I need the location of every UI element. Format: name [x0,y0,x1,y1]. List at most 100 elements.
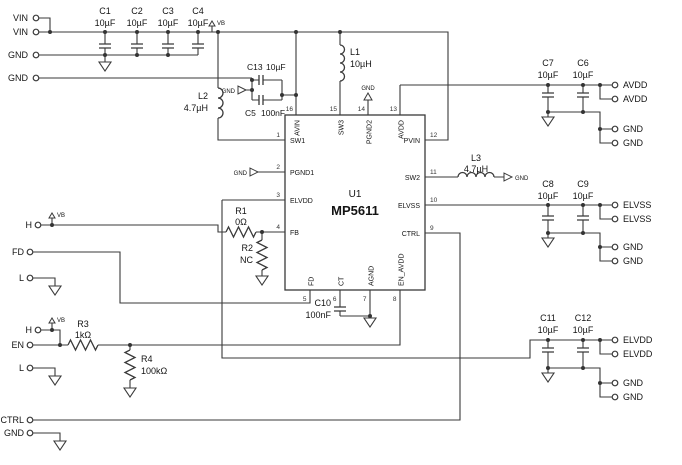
resistor-r4: R4 100kΩ [123,349,168,381]
terminal-circle [611,243,619,251]
terminal-elvdd-1: ELVDD [611,335,653,345]
terminal-label: L [19,273,24,283]
terminal-circle [611,379,619,387]
terminal-label: GND [623,138,644,148]
pin-num-fd: 5 [303,296,307,303]
terminal-gnd-1: GND [8,50,40,60]
l1-value: 10µH [350,59,372,69]
capacitor-c13: C13 10µF [247,62,286,85]
gnd-net-label: GND [515,176,529,182]
inductor-icon [339,44,346,82]
vb-net-label: VB [217,21,225,27]
pin-name-fd: FD [309,277,316,286]
terminal-circle [34,221,42,229]
capacitor-icon [577,215,589,221]
pin-num-agnd: 7 [363,296,367,303]
terminal-label: CTRL [0,415,24,425]
terminal-elvdd-2: ELVDD [611,349,653,359]
terminal-label: H [26,220,33,230]
capacitor-c1: C1 10µF [95,6,116,49]
inductor-l3: L3 4.7µH [457,153,495,178]
r2-ref: R2 [241,243,253,253]
pin-num-sw2: 11 [430,169,437,176]
resistor-r1: R1 0Ω [225,206,257,239]
pin-name-pvin: PVIN [404,138,420,145]
c4-value: 10µF [188,18,209,28]
terminal-circle [611,350,619,358]
capacitor-c9: C9 10µF [573,179,594,221]
c6-ref: C6 [577,58,589,68]
capacitor-icon [131,43,143,49]
gnd-net-label: GND [234,171,248,177]
c13-ref: C13 [247,62,263,72]
terminal-circle [26,274,34,282]
junction-dots [48,30,602,385]
c3-ref: C3 [162,6,174,16]
wire-avdd-block [399,84,612,144]
r1-ref: R1 [235,206,247,216]
terminal-h-fd: H [26,220,42,230]
terminal-label: AVDD [623,94,648,104]
resistor-icon [255,239,269,271]
terminal-label: ELVSS [623,214,651,224]
terminal-circle [611,139,619,147]
terminal-circle [32,28,40,36]
terminal-circle [32,51,40,59]
pin-name-fb: FB [290,230,299,237]
inductor-icon [457,171,495,178]
terminal-ctrl: CTRL [0,415,34,425]
terminal-l-en: L [19,363,34,373]
gnd-net-label: GND [361,86,375,92]
capacitor-c12: C12 10µF [573,313,594,353]
r2-value: NC [240,255,253,265]
c5-ref: C5 [245,108,256,118]
wire-elvdd-block [221,199,612,398]
terminal-label: GND [623,242,644,252]
terminal-label: VIN [13,27,28,37]
r4-value: 100kΩ [141,366,168,376]
c7-value: 10µF [538,70,559,80]
capacitor-c10: C10 100nF [305,298,346,320]
c5-value: 100nF [261,108,285,118]
capacitor-icon [258,95,264,105]
terminal-avdd-2: AVDD [611,94,648,104]
terminal-circle [32,74,40,82]
c11-value: 10µF [538,325,559,335]
terminal-circle [26,416,34,424]
pin-name-sw3: SW3 [339,120,346,135]
terminal-label: ELVDD [623,335,653,345]
terminal-circle [32,14,40,22]
capacitor-icon [162,43,174,49]
terminal-label: L [19,363,24,373]
c9-ref: C9 [577,179,589,189]
capacitor-icon [542,215,554,221]
gnd-net-label: GND [222,89,236,95]
terminal-circle [611,257,619,265]
pin-num-fb: 4 [276,224,280,231]
terminal-label: GND [623,256,644,266]
c9-value: 10µF [573,191,594,201]
terminal-circle [611,393,619,401]
pin-num-pgnd2: 14 [358,106,366,113]
terminal-label: GND [8,50,29,60]
c8-ref: C8 [542,179,554,189]
terminal-h-en: H [26,325,42,335]
resistor-icon [67,338,99,352]
capacitor-c7: C7 10µF [538,58,559,98]
c1-value: 10µF [95,18,116,28]
terminal-gnd-r6: GND [611,392,644,402]
terminal-elvss-2: ELVSS [611,214,651,224]
terminal-l-fd: L [19,273,34,283]
inductor-l2: L2 4.7µH [184,87,224,119]
capacitor-icon [192,43,204,49]
terminals-left: VIN VIN GND GND H FD L H EN L CTRL GND [0,13,42,438]
resistor-r2: R2 NC [240,239,269,271]
c10-ref: C10 [314,298,331,308]
terminal-circle [26,429,34,437]
terminal-circle [611,81,619,89]
pin-num-ctrl: 9 [430,225,434,232]
terminal-label: GND [8,73,29,83]
terminal-circle [611,201,619,209]
terminal-label: GND [623,378,644,388]
resistor-icon [225,225,257,239]
